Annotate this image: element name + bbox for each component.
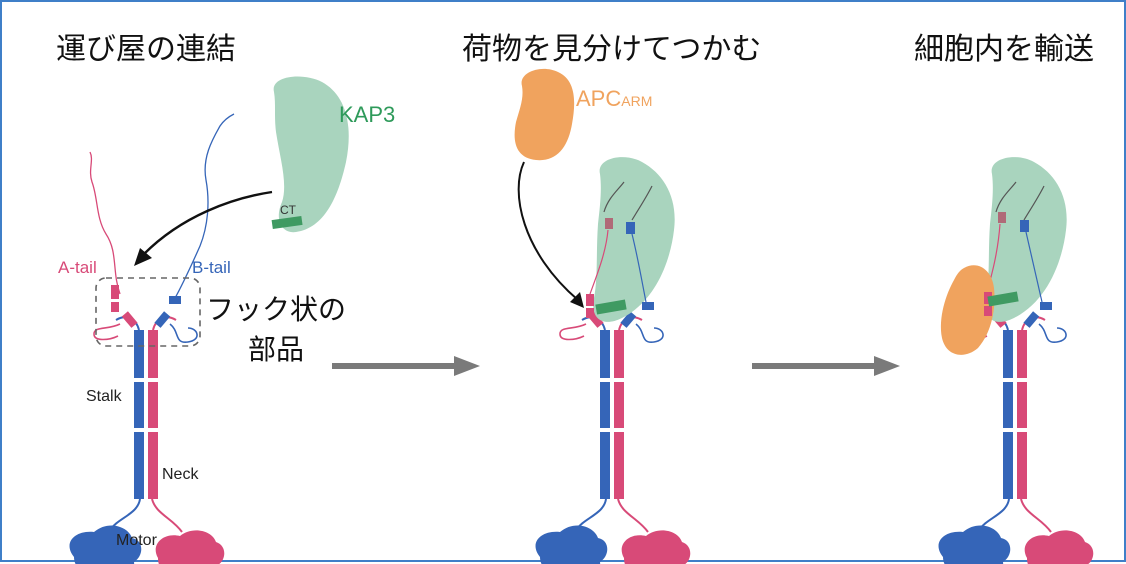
- step-heading-transport: 細胞内を輸送: [914, 32, 1094, 67]
- hook-part-label-line2: 部品: [248, 333, 305, 366]
- step-heading-link: 運び屋の連結: [56, 32, 236, 67]
- motor-a-label: A: [180, 503, 197, 530]
- apc-arm-label: APCARM: [576, 86, 652, 112]
- a-tail-label: A-tail: [58, 258, 97, 277]
- stalk-label: Stalk: [86, 388, 122, 405]
- motor-label: Motor: [116, 532, 157, 549]
- b-tail-label: B-tail: [192, 258, 231, 277]
- apc-label-sub: ARM: [621, 93, 653, 109]
- right-arrow-icon: [332, 356, 480, 376]
- right-arrow-icon: [752, 356, 900, 376]
- motor-b-label: B: [94, 499, 111, 526]
- curved-arrow-icon: [134, 248, 152, 266]
- ct-label: CT: [280, 203, 296, 217]
- apc-label-main: APC: [576, 86, 622, 111]
- hook-part-label-line1: フック状の: [206, 293, 347, 326]
- kap3-label: KAP3: [339, 102, 396, 127]
- neck-label: Neck: [162, 466, 199, 483]
- step-heading-recognize: 荷物を見分けてつかむ: [462, 32, 762, 67]
- curved-arrow-icon: [570, 292, 584, 308]
